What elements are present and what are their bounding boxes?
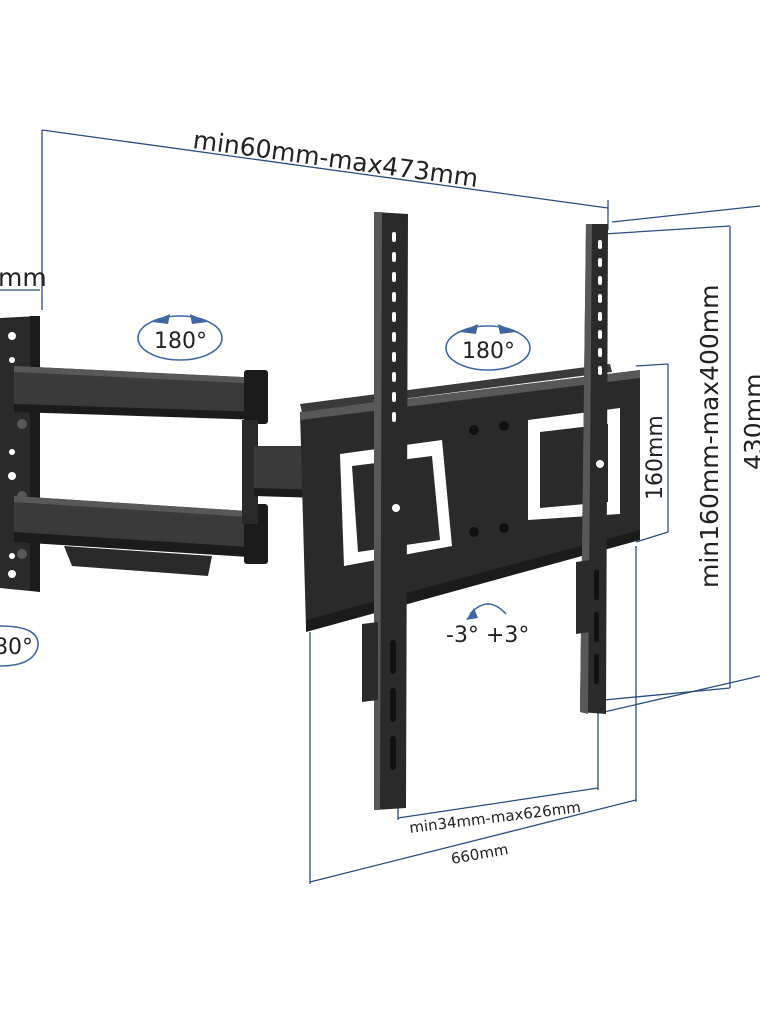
wall-swivel-label: 80° <box>0 635 33 660</box>
rotation-arrow-right-icon <box>498 324 516 334</box>
tilt-label: -3° +3° <box>446 623 529 648</box>
plate-swivel-indicator: 180° <box>445 324 531 371</box>
depth-dimension: min60mm-max473mm <box>41 125 609 310</box>
arm-swivel-label: 180° <box>154 329 207 354</box>
tilt-arrow-icon <box>466 608 478 620</box>
plate-height-dimension: 430mm min160mm-max400mm <box>603 205 760 713</box>
rotation-arrow-right-icon <box>190 314 208 324</box>
lower-arm <box>14 496 268 576</box>
inner-plate-height-dimension: 160mm <box>635 363 669 543</box>
rotation-ellipse <box>445 325 531 371</box>
inner-plate-height-label: 160mm <box>643 415 668 500</box>
arm-swivel-indicator: 180° <box>137 314 223 361</box>
left-partial-dimension: mm <box>0 263 47 292</box>
depth-range-label: min60mm-max473mm <box>191 125 480 193</box>
left-partial-label: mm <box>0 263 47 292</box>
wall-swivel-indicator: 80° <box>0 625 39 667</box>
upper-arm <box>14 366 268 424</box>
plate-swivel-label: 180° <box>462 339 515 364</box>
vesa-vertical-range-label: min160mm-max400mm <box>695 285 724 588</box>
right-vertical-rail <box>576 224 608 714</box>
wall-plate <box>0 316 40 592</box>
rotation-arrow-left-icon <box>460 324 478 334</box>
rotation-ellipse <box>137 315 223 361</box>
plate-height-label: 430mm <box>739 374 760 470</box>
tilt-indicator: -3° +3° <box>446 603 529 648</box>
left-vertical-rail <box>362 212 408 810</box>
rotation-arrow-left-icon <box>152 314 170 324</box>
